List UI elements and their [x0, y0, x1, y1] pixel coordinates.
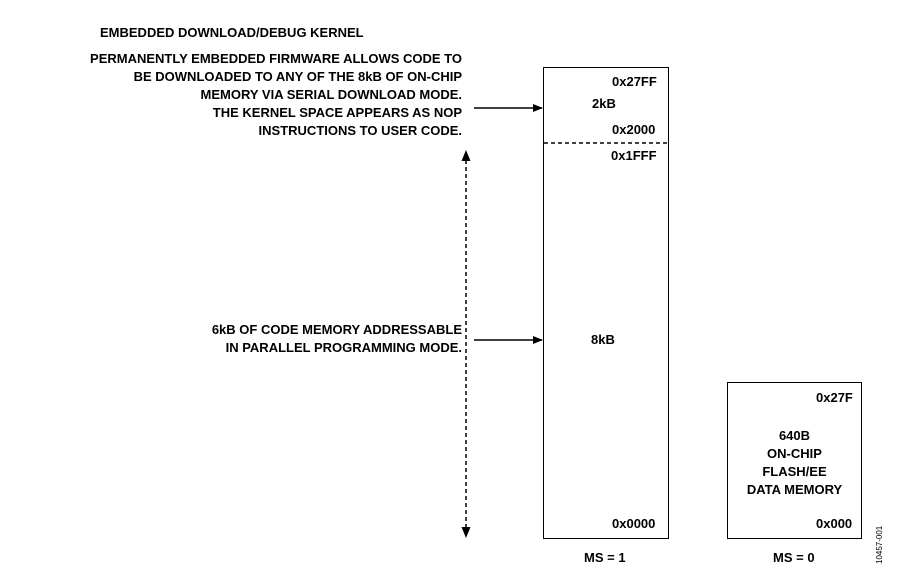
- range-arrowhead-up: [461, 150, 471, 161]
- kernel-desc-line-5: INSTRUCTIONS TO USER CODE.: [258, 123, 462, 138]
- code-note-line-2: IN PARALLEL PROGRAMMING MODE.: [225, 340, 462, 355]
- code-note-line-1: 6kB OF CODE MEMORY ADDRESSABLE: [211, 322, 462, 337]
- kernel-desc-line-4: THE KERNEL SPACE APPEARS AS NOP: [212, 105, 462, 120]
- data-bottom-address: 0x000: [816, 516, 853, 531]
- data-desc-line-4: DATA MEMORY: [746, 482, 843, 497]
- data-desc-line-1: 640B: [778, 428, 811, 443]
- data-mode-label: MS = 0: [773, 550, 815, 565]
- data-desc-line-3: FLASH/EE: [762, 464, 827, 479]
- code-memory-note: 6kB OF CODE MEMORY ADDRESSABLE IN PARALL…: [212, 321, 462, 357]
- kernel-size-label: 2kB: [592, 96, 616, 111]
- kernel-title: EMBEDDED DOWNLOAD/DEBUG KERNEL: [100, 25, 364, 40]
- kernel-bottom-address: 0x2000: [612, 122, 656, 137]
- data-memory-block: [727, 382, 862, 539]
- code-mode-label: MS = 1: [584, 550, 626, 565]
- kernel-desc-line-1: PERMANENTLY EMBEDDED FIRMWARE ALLOWS COD…: [90, 51, 462, 66]
- code-memory-block: [543, 67, 669, 539]
- data-top-address: 0x27F: [816, 390, 853, 405]
- kernel-description: PERMANENTLY EMBEDDED FIRMWARE ALLOWS COD…: [90, 50, 462, 140]
- code-top-address: 0x27FF: [612, 74, 657, 89]
- code-bottom-address: 0x0000: [612, 516, 656, 531]
- kernel-desc-line-3: MEMORY VIA SERIAL DOWNLOAD MODE.: [200, 87, 462, 102]
- kernel-desc-line-2: BE DOWNLOADED TO ANY OF THE 8kB OF ON-CH…: [133, 69, 462, 84]
- data-memory-description: 640B ON-CHIP FLASH/EE DATA MEMORY: [727, 427, 862, 499]
- range-arrowhead-down: [461, 527, 471, 538]
- code-total-size-label: 8kB: [591, 332, 615, 347]
- figure-id: 10457-001: [875, 525, 884, 564]
- data-desc-line-2: ON-CHIP: [767, 446, 822, 461]
- user-top-address: 0x1FFF: [611, 148, 657, 163]
